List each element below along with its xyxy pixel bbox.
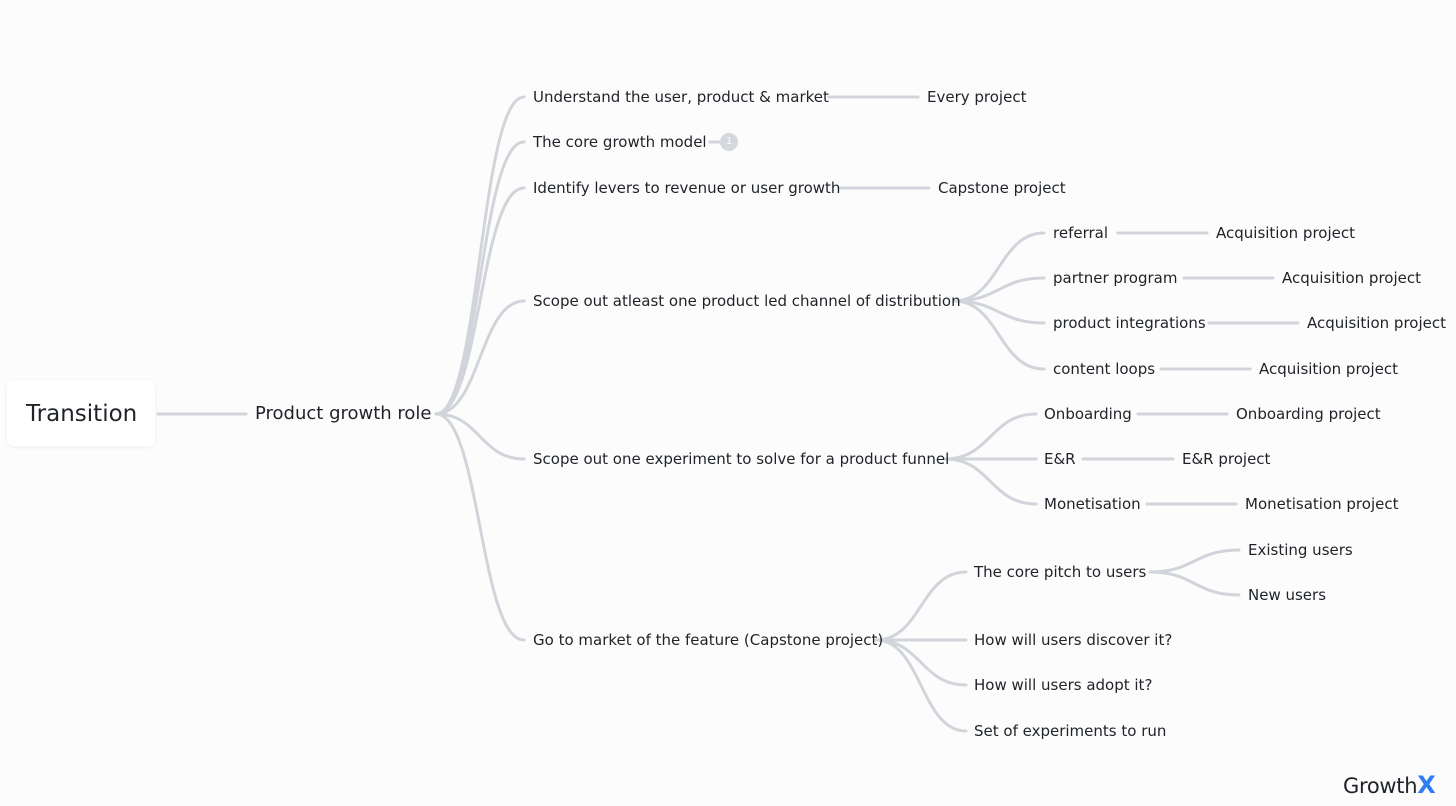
branch-connector bbox=[434, 412, 526, 461]
collapsed-count-badge[interactable]: 1 bbox=[720, 133, 738, 151]
sub-product-integrations[interactable]: product integrations bbox=[1053, 314, 1206, 332]
branch-connector bbox=[434, 186, 526, 416]
root-node-box[interactable] bbox=[7, 380, 155, 446]
sub-experiments[interactable]: Set of experiments to run bbox=[974, 722, 1167, 740]
level1-node[interactable]: Product growth role bbox=[255, 403, 432, 424]
branch-funnel-experiment[interactable]: Scope out one experiment to solve for a … bbox=[533, 450, 950, 468]
branch-identify-levers[interactable]: Identify levers to revenue or user growt… bbox=[533, 179, 841, 197]
branch-connector bbox=[434, 412, 526, 642]
sub-connector bbox=[874, 638, 968, 733]
root-node[interactable]: Transition bbox=[26, 401, 138, 427]
leaf-e-and-r-project[interactable]: E&R project bbox=[1182, 450, 1271, 468]
sub-connector bbox=[952, 231, 1046, 303]
sub-partner-program[interactable]: partner program bbox=[1053, 269, 1178, 287]
sub-monetisation[interactable]: Monetisation bbox=[1044, 495, 1141, 513]
sub-connector bbox=[874, 638, 968, 687]
leaf-acquisition-project[interactable]: Acquisition project bbox=[1307, 314, 1446, 332]
branch-connector bbox=[434, 299, 526, 416]
sub-connector bbox=[952, 299, 1046, 371]
branch-go-to-market[interactable]: Go to market of the feature (Capstone pr… bbox=[533, 631, 884, 649]
leaf-acquisition-project[interactable]: Acquisition project bbox=[1216, 224, 1355, 242]
branch-core-growth-model[interactable]: The core growth model bbox=[533, 133, 707, 151]
sub-adopt[interactable]: How will users adopt it? bbox=[974, 676, 1153, 694]
leaf-acquisition-project[interactable]: Acquisition project bbox=[1282, 269, 1421, 287]
branch-connector bbox=[434, 95, 526, 416]
leaf-existing-users[interactable]: Existing users bbox=[1248, 541, 1353, 559]
leaf-onboarding-project[interactable]: Onboarding project bbox=[1236, 405, 1381, 423]
leaf-capstone-project[interactable]: Capstone project bbox=[938, 179, 1066, 197]
leaf-connector bbox=[1148, 548, 1241, 574]
branch-connector bbox=[434, 140, 526, 416]
brand-x-mark: X bbox=[1417, 771, 1436, 799]
sub-discover[interactable]: How will users discover it? bbox=[974, 631, 1173, 649]
leaf-new-users[interactable]: New users bbox=[1248, 586, 1327, 604]
branch-understand-user[interactable]: Understand the user, product & market bbox=[533, 88, 829, 106]
leaf-every-project[interactable]: Every project bbox=[927, 88, 1027, 106]
sub-onboarding[interactable]: Onboarding bbox=[1044, 405, 1132, 423]
sub-connector bbox=[943, 457, 1038, 506]
sub-content-loops[interactable]: content loops bbox=[1053, 360, 1156, 378]
sub-connector bbox=[874, 570, 968, 642]
branch-distribution-channel[interactable]: Scope out atleast one product led channe… bbox=[533, 292, 961, 310]
leaf-acquisition-project[interactable]: Acquisition project bbox=[1259, 360, 1398, 378]
sub-core-pitch[interactable]: The core pitch to users bbox=[974, 563, 1147, 581]
leaf-monetisation-project[interactable]: Monetisation project bbox=[1245, 495, 1399, 513]
sub-referral[interactable]: referral bbox=[1053, 224, 1109, 242]
growthx-logo: GrowthX bbox=[1343, 771, 1436, 799]
sub-e-and-r[interactable]: E&R bbox=[1044, 450, 1076, 468]
leaf-connector bbox=[1148, 570, 1241, 597]
sub-connector bbox=[943, 412, 1038, 461]
